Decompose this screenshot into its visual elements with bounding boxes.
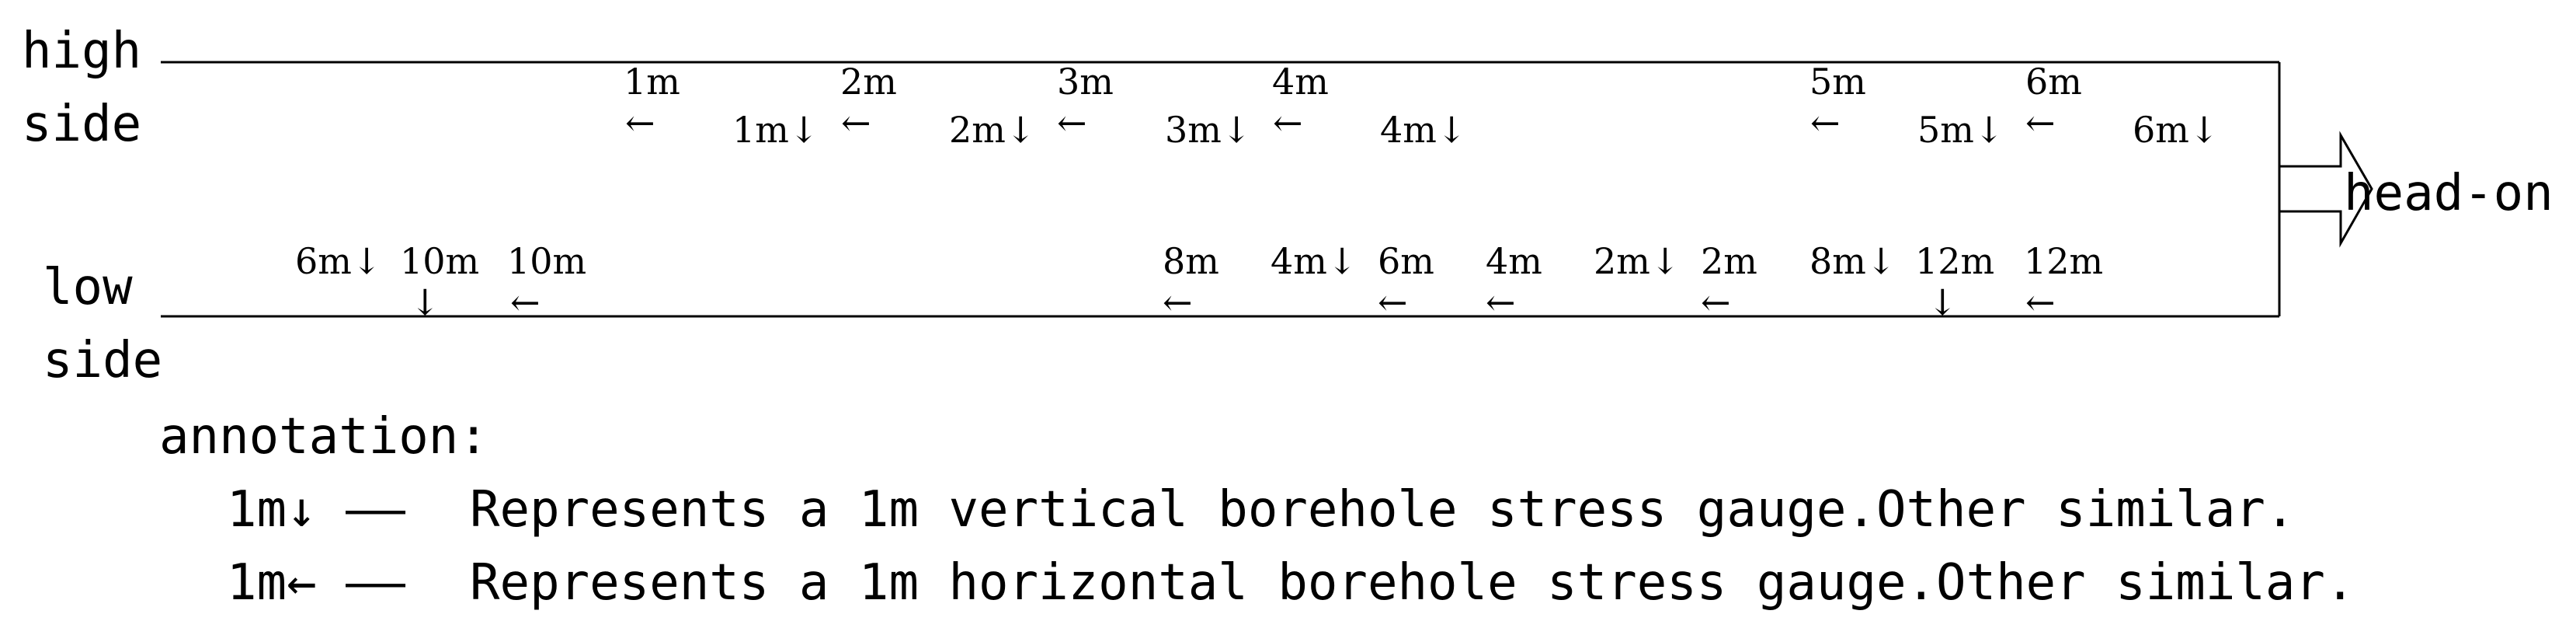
arrow-left-icon: ← (1486, 281, 1516, 323)
arrow-left-icon: ← (625, 102, 655, 144)
gauge-high-4m-vertical: 4m↓ (1380, 109, 1467, 151)
annotation-title: annotation: (159, 408, 488, 466)
legend-vertical-text: Represents a 1m vertical borehole stress… (470, 481, 2296, 539)
gauge-high-3m-vertical: 3m↓ (1165, 109, 1252, 151)
gauge-low-12m-horizontal: 12m (2024, 240, 2104, 282)
gauge-low-10m-vertical: 10m (400, 240, 480, 282)
gauge-high-2m-vertical: 2m↓ (949, 109, 1036, 151)
gauge-high-6m-horizontal: 6m (2025, 61, 2082, 103)
head-on-arrow-icon (2278, 131, 2373, 248)
arrow-left-icon: ← (2025, 102, 2056, 144)
arrow-left-icon: ← (1057, 102, 1087, 144)
low-side-label-line1: low (43, 259, 133, 316)
gauge-high-6m-vertical: 6m↓ (2133, 109, 2220, 151)
head-on-label: head-on (2344, 165, 2553, 222)
arrow-left-icon: ← (841, 102, 871, 144)
arrow-left-icon: ← (1810, 102, 1841, 144)
gauge-low-4m-vertical: 4m↓ (1271, 240, 1358, 282)
legend-vertical-dash: —— (346, 481, 406, 539)
gauge-high-2m-horizontal: 2m (840, 61, 897, 103)
gauge-high-4m-horizontal: 4m (1272, 61, 1329, 103)
gauge-low-2m-vertical: 2m↓ (1594, 240, 1681, 282)
legend-vertical-symbol: 1m↓ (227, 481, 317, 539)
gauge-low-8m-vertical: 8m↓ (1809, 240, 1896, 282)
arrow-left-icon: ← (1273, 102, 1303, 144)
gauge-high-5m-vertical: 5m↓ (1917, 109, 2004, 151)
high-side-label-line1: high (22, 23, 142, 80)
arrow-left-icon: ← (1378, 281, 1408, 323)
high-side-label-line2: side (22, 96, 142, 153)
legend-horizontal-symbol: 1m← (227, 554, 317, 612)
arrow-left-icon: ← (1163, 281, 1193, 323)
gauge-low-6m-horizontal: 6m (1378, 240, 1434, 282)
legend-horizontal-dash: —— (346, 554, 406, 612)
arrow-left-icon: ← (510, 281, 541, 323)
gauge-low-4m-horizontal: 4m (1486, 240, 1542, 282)
low-side-label-line2: side (43, 332, 163, 389)
gauge-low-12m-vertical: 12m (1915, 240, 1995, 282)
gauge-low-10m-horizontal: 10m (507, 240, 587, 282)
arrow-down-icon: ↓ (1928, 281, 1958, 323)
gauge-high-5m-horizontal: 5m (1809, 61, 1866, 103)
legend-horizontal-text: Represents a 1m horizontal borehole stre… (470, 554, 2355, 612)
arrow-left-icon: ← (2025, 281, 2056, 323)
gauge-high-3m-horizontal: 3m (1057, 61, 1114, 103)
gauge-low-8m-horizontal: 8m (1163, 240, 1219, 282)
gauge-low-6m-vertical: 6m↓ (295, 240, 382, 282)
gauge-high-1m-vertical: 1m↓ (732, 109, 819, 151)
gauge-low-2m-horizontal: 2m (1701, 240, 1757, 282)
arrow-down-icon: ↓ (410, 281, 440, 323)
arrow-left-icon: ← (1701, 281, 1731, 323)
gauge-high-1m-horizontal: 1m (624, 61, 680, 103)
